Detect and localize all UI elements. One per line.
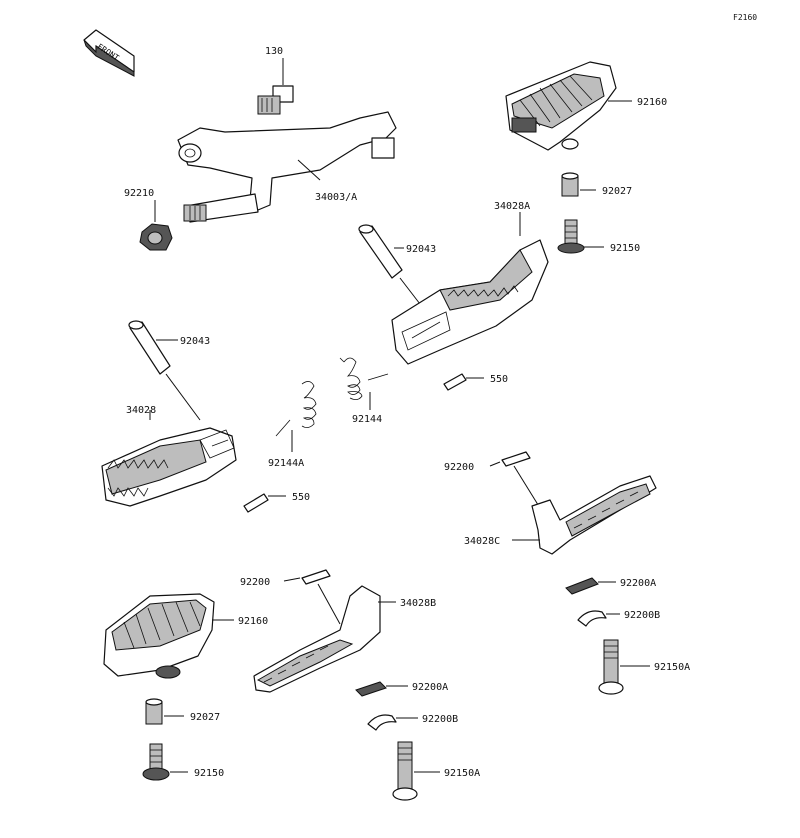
washer-92200a-right [565, 577, 599, 595]
brake-pedal-34028b [253, 585, 381, 693]
footrest-rubber-92160-top [505, 61, 617, 151]
washer-92200-left [301, 569, 331, 585]
pin-92150a-left [392, 741, 418, 801]
callout-92150-bottom: 92150 [194, 768, 224, 779]
callout-92160-top: 92160 [637, 97, 667, 108]
callout-130: 130 [265, 46, 283, 57]
callout-92200a-left: 92200A [412, 682, 448, 693]
callout-34028c: 34028C [464, 536, 500, 547]
spring-92144a [275, 381, 317, 437]
clip-92200b-right [577, 610, 607, 627]
callout-550-left: 550 [292, 492, 310, 503]
callout-92043-right: 92043 [406, 244, 436, 255]
footrest-rubber-92160-bottom [103, 593, 215, 679]
washer-92200a-left [355, 681, 387, 697]
callout-92043-left: 92043 [180, 336, 210, 347]
bolt-130 [257, 85, 294, 115]
footpeg-34028 [101, 427, 237, 507]
callout-92144: 92144 [352, 414, 382, 425]
cotter-pin-550-left [243, 493, 269, 513]
callout-34028: 34028 [126, 405, 156, 416]
callout-92200b-right: 92200B [624, 610, 660, 621]
callout-34028b: 34028B [400, 598, 436, 609]
callout-92200-left: 92200 [240, 577, 270, 588]
footpeg-34028a [391, 239, 549, 365]
pin-92043-left [128, 320, 171, 375]
spring-92144 [339, 357, 389, 400]
callout-550-right: 550 [490, 374, 508, 385]
callout-34028a: 34028A [494, 201, 530, 212]
clip-92200b-left [367, 714, 397, 731]
nut-92210 [139, 223, 173, 251]
brake-pedal-34028c [531, 475, 657, 555]
figure-code: F2160 [733, 13, 757, 22]
cotter-pin-550-right [443, 373, 467, 391]
callout-92200a-right: 92200A [620, 578, 656, 589]
front-arrow-icon: FRONT [83, 29, 135, 77]
callout-92144a: 92144A [268, 458, 304, 469]
brake-pedal-34003 [177, 111, 397, 223]
callout-92150-top: 92150 [610, 243, 640, 254]
washer-92200-right [501, 451, 531, 467]
callout-92160-bottom: 92160 [238, 616, 268, 627]
callout-92027-top: 92027 [602, 186, 632, 197]
callout-92200-right: 92200 [444, 462, 474, 473]
collar-92027-top [561, 172, 579, 197]
callout-34003-a: 34003/A [315, 192, 357, 203]
callout-92150a-right: 92150A [654, 662, 690, 673]
collar-92027-bottom [145, 698, 163, 725]
bolt-92150-top [557, 219, 585, 254]
bolt-92150-bottom [142, 743, 170, 781]
pin-92043-right [358, 224, 403, 279]
callout-92200b-left: 92200B [422, 714, 458, 725]
callout-92150a-left: 92150A [444, 768, 480, 779]
callout-92027-bottom: 92027 [190, 712, 220, 723]
pin-92150a-right [598, 639, 624, 695]
callout-92210: 92210 [124, 188, 154, 199]
